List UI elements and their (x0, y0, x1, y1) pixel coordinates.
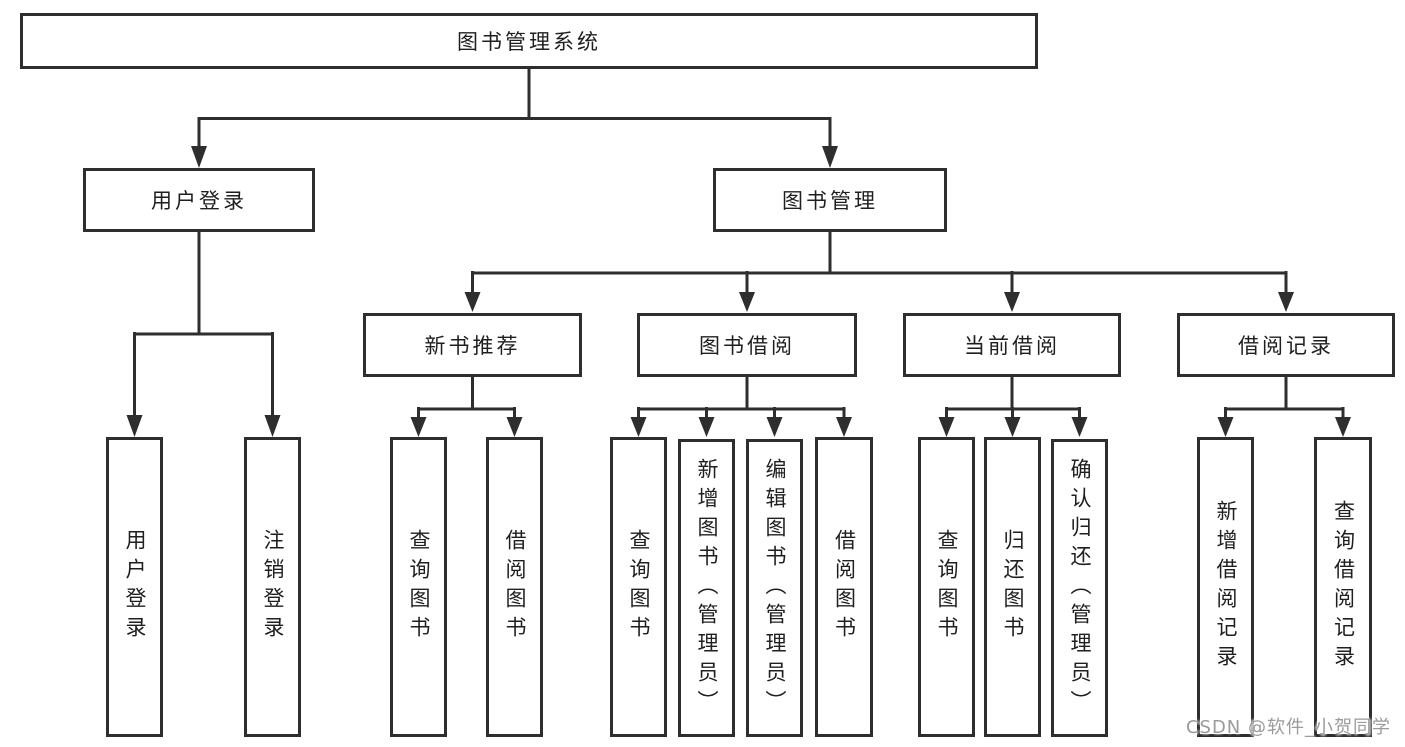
leaf-borrow-books-label: 借阅图书 (832, 529, 857, 645)
node-book-borrowing-label: 图书借阅 (699, 334, 795, 358)
leaf-query-books-current-label: 查询图书 (935, 529, 960, 645)
node-user-login-label: 用户登录 (151, 189, 247, 213)
leaf-add-borrow-record: 新增借阅记录 (1197, 437, 1254, 737)
node-user-login: 用户登录 (83, 168, 315, 232)
leaf-confirm-return-admin: 确认归还（管理员） (1051, 439, 1108, 737)
leaf-add-books-admin-label: 新增图书（管理员） (695, 457, 720, 719)
leaf-query-books-borrowing-label: 查询图书 (627, 529, 652, 645)
csdn-watermark: CSDN @软件_小贺同学 (1185, 717, 1391, 738)
leaf-edit-books-admin-label: 编辑图书（管理员） (763, 457, 788, 719)
leaf-borrow-books-recommend-label: 借阅图书 (503, 529, 528, 645)
leaf-query-books-current: 查询图书 (918, 437, 975, 737)
node-book-management: 图书管理 (713, 168, 947, 232)
leaf-logout: 注销登录 (244, 437, 301, 737)
node-book-management-label: 图书管理 (782, 189, 878, 213)
leaf-query-books-recommend-label: 查询图书 (407, 529, 432, 645)
node-root-system-label: 图书管理系统 (457, 30, 601, 54)
node-current-borrowing-label: 当前借阅 (964, 334, 1060, 358)
leaf-logout-label: 注销登录 (261, 529, 286, 645)
node-borrowing-records-label: 借阅记录 (1238, 334, 1334, 358)
leaf-confirm-return-admin-label: 确认归还（管理员） (1068, 457, 1093, 719)
leaf-borrow-books: 借阅图书 (815, 437, 873, 737)
node-borrowing-records: 借阅记录 (1177, 313, 1395, 377)
leaf-query-books-borrowing: 查询图书 (610, 437, 667, 737)
leaf-query-borrow-record-label: 查询借阅记录 (1331, 500, 1356, 674)
leaf-return-books: 归还图书 (984, 437, 1041, 737)
leaf-user-login-label: 用户登录 (123, 529, 148, 645)
leaf-edit-books-admin: 编辑图书（管理员） (746, 439, 803, 737)
leaf-user-login: 用户登录 (106, 437, 163, 737)
node-root-system: 图书管理系统 (20, 13, 1038, 69)
leaf-query-borrow-record: 查询借阅记录 (1314, 437, 1372, 737)
node-new-book-recommend-label: 新书推荐 (424, 334, 521, 358)
leaf-return-books-label: 归还图书 (1001, 529, 1026, 645)
leaf-add-books-admin: 新增图书（管理员） (678, 439, 735, 737)
leaf-add-borrow-record-label: 新增借阅记录 (1214, 500, 1239, 674)
leaf-query-books-recommend: 查询图书 (390, 437, 447, 737)
leaf-borrow-books-recommend: 借阅图书 (486, 437, 543, 737)
node-book-borrowing: 图书借阅 (637, 313, 857, 377)
node-current-borrowing: 当前借阅 (903, 313, 1121, 377)
node-new-book-recommend: 新书推荐 (363, 313, 582, 377)
